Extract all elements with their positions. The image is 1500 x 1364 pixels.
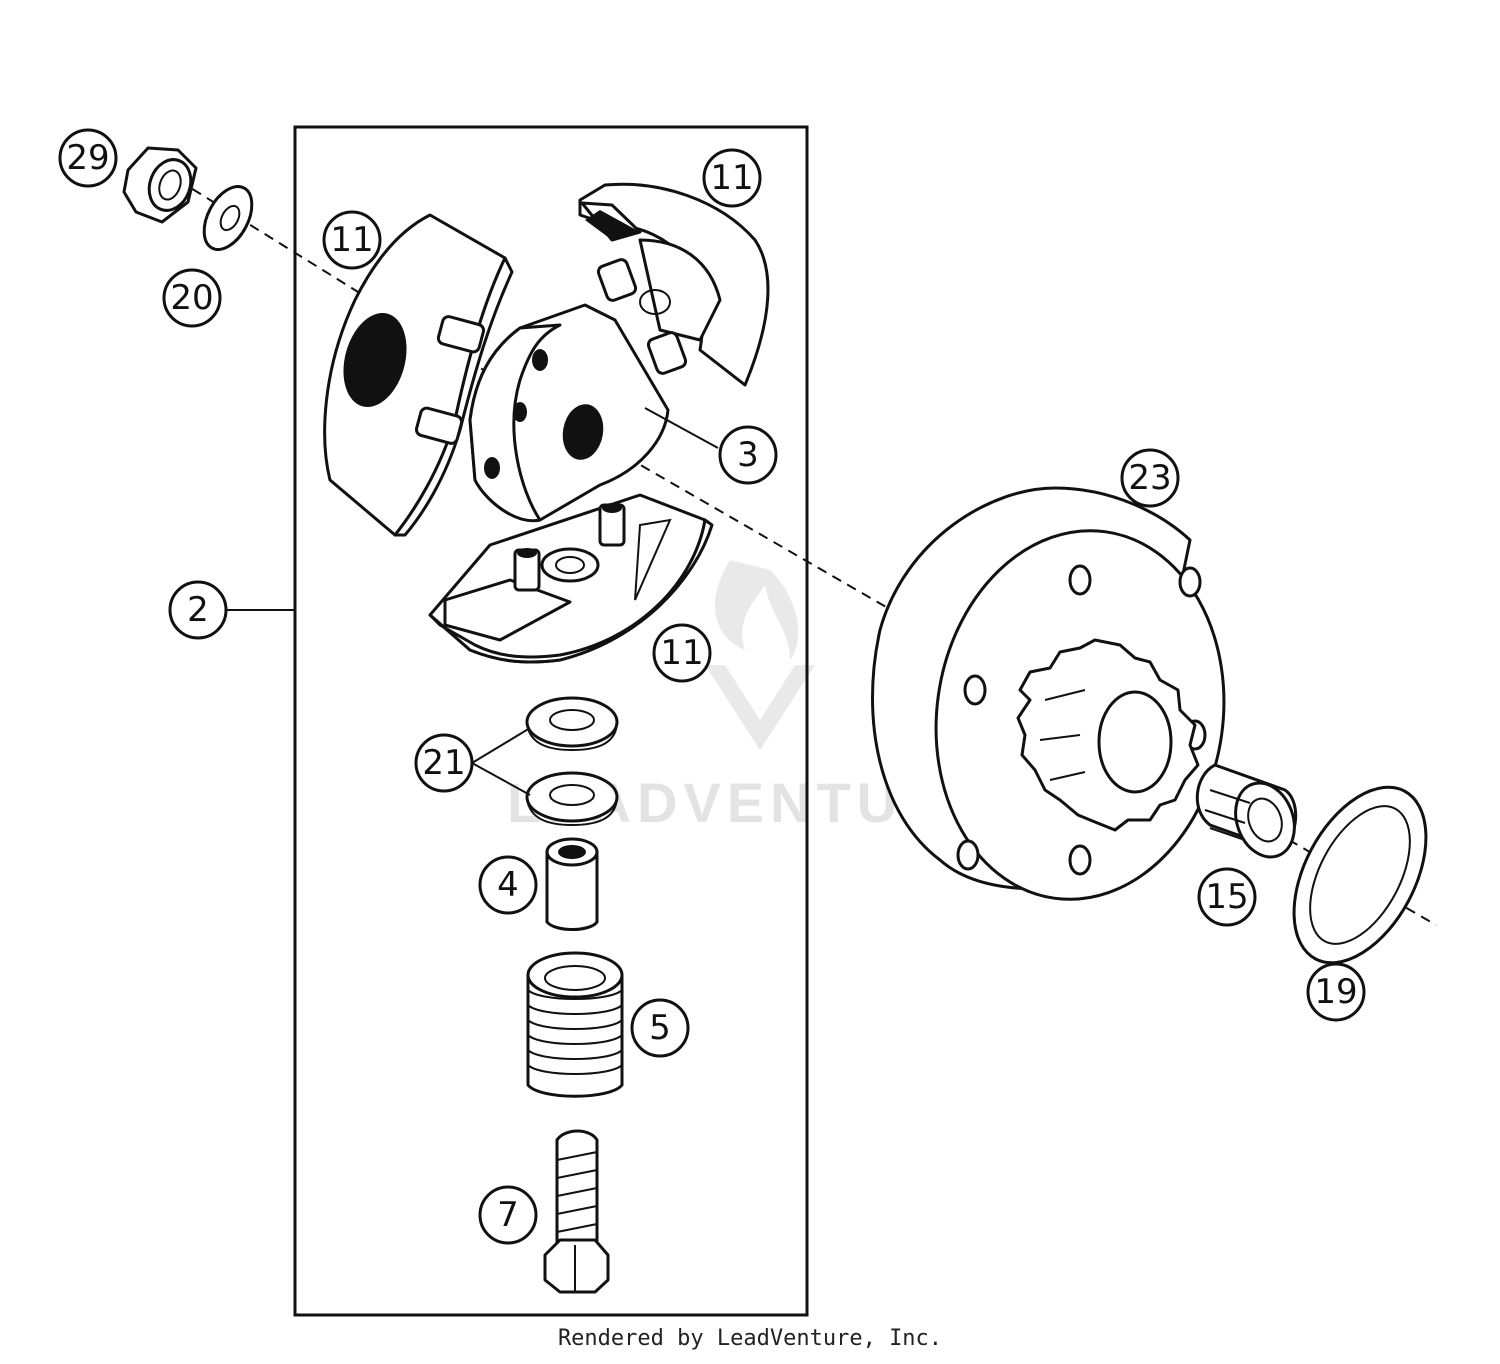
callout-7[interactable]: 7	[478, 1185, 538, 1245]
callout-11-left[interactable]: 11	[322, 210, 382, 270]
callout-3[interactable]: 3	[718, 425, 778, 485]
clutch-hub-part-3[interactable]	[468, 303, 670, 523]
clutch-assembly-frame	[293, 125, 809, 1317]
washer-part-19[interactable]	[1267, 765, 1453, 984]
svg-text:11: 11	[330, 220, 373, 260]
svg-text:4: 4	[497, 865, 519, 905]
callout-29[interactable]: 29	[58, 128, 118, 188]
svg-text:7: 7	[497, 1195, 519, 1235]
bolt-part-7[interactable]	[543, 1129, 610, 1294]
callout-23[interactable]: 23	[1120, 448, 1180, 508]
svg-text:15: 15	[1205, 877, 1248, 917]
svg-text:3: 3	[737, 435, 759, 475]
callout-5[interactable]: 5	[630, 998, 690, 1058]
washer-lower-part-21[interactable]	[525, 771, 619, 827]
clutch-shoe-top-part-11[interactable]	[578, 182, 770, 387]
callout-11-top[interactable]: 11	[702, 148, 762, 208]
clutch-shoe-left-part-11[interactable]	[323, 213, 514, 537]
svg-text:21: 21	[422, 743, 465, 783]
svg-text:11: 11	[710, 158, 753, 198]
svg-text:19: 19	[1314, 972, 1357, 1012]
centre-axis-line	[177, 179, 1437, 926]
nut-part-29[interactable]	[122, 146, 198, 224]
svg-text:20: 20	[170, 278, 213, 318]
svg-text:23: 23	[1128, 458, 1171, 498]
svg-text:11: 11	[660, 633, 703, 673]
leader-line-21-upper	[471, 727, 531, 764]
callout-15[interactable]: 15	[1197, 867, 1257, 927]
leader-line-21-lower	[471, 762, 531, 796]
svg-text:2: 2	[187, 590, 209, 630]
callout-11-bottom[interactable]: 11	[652, 623, 712, 683]
clutch-drum-part-23[interactable]	[871, 486, 1248, 918]
leader-line-3	[644, 407, 719, 449]
callout-4[interactable]: 4	[478, 855, 538, 915]
callout-19[interactable]: 19	[1306, 962, 1366, 1022]
needle-bearing-part-15[interactable]	[1195, 763, 1304, 865]
washer-part-20[interactable]	[194, 179, 261, 258]
footer-credit: Rendered by LeadVenture, Inc.	[557, 1326, 943, 1351]
svg-text:5: 5	[649, 1008, 671, 1048]
callout-20[interactable]: 20	[162, 268, 222, 328]
svg-text:29: 29	[66, 138, 109, 178]
washer-upper-part-21[interactable]	[525, 696, 619, 752]
spacer-part-4[interactable]	[545, 837, 599, 931]
callout-2[interactable]: 2	[168, 580, 228, 640]
callout-21[interactable]: 21	[414, 733, 474, 793]
clutch-shoe-bottom-part-11[interactable]	[428, 493, 714, 664]
spring-part-5[interactable]	[526, 951, 624, 1098]
